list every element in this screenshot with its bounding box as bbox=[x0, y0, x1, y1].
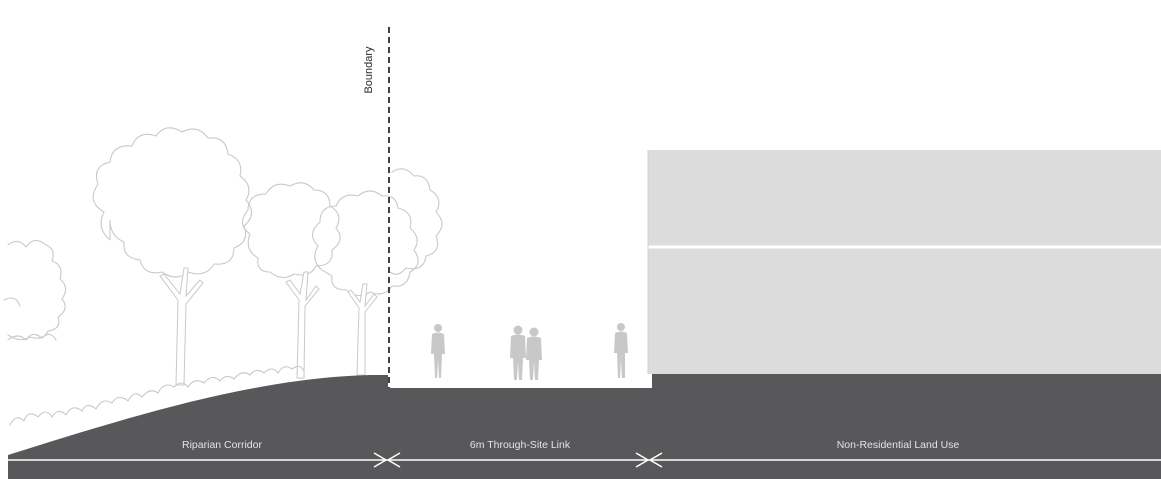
building bbox=[647, 150, 1161, 374]
boundary-label: Boundary bbox=[363, 46, 375, 94]
pedestrians bbox=[431, 323, 628, 380]
zone-label-through-site-link: 6m Through-Site Link bbox=[470, 439, 571, 451]
ground bbox=[8, 374, 1161, 479]
person-4 bbox=[614, 323, 628, 378]
tree-right bbox=[311, 190, 419, 297]
person-1 bbox=[431, 324, 445, 378]
tree-large bbox=[92, 127, 253, 278]
dimension-arrow-2 bbox=[635, 452, 663, 468]
person-2 bbox=[510, 325, 526, 380]
through-site-link-channel bbox=[390, 372, 649, 384]
dimension-line bbox=[8, 452, 1161, 468]
tree-large-trunk bbox=[159, 267, 204, 386]
tree-right-trunk bbox=[347, 283, 378, 376]
tree-middle bbox=[241, 182, 341, 279]
shrubs bbox=[7, 333, 305, 426]
zone-label-non-residential: Non-Residential Land Use bbox=[837, 439, 960, 451]
zone-label-riparian-corridor: Riparian Corridor bbox=[182, 439, 262, 451]
tree-middle-trunk bbox=[285, 271, 320, 379]
dimension-arrow-1 bbox=[373, 452, 401, 468]
riparian-trees bbox=[3, 127, 443, 426]
tree-beyond-boundary bbox=[389, 168, 443, 275]
tree-far-left bbox=[3, 239, 67, 341]
person-3 bbox=[526, 327, 542, 380]
